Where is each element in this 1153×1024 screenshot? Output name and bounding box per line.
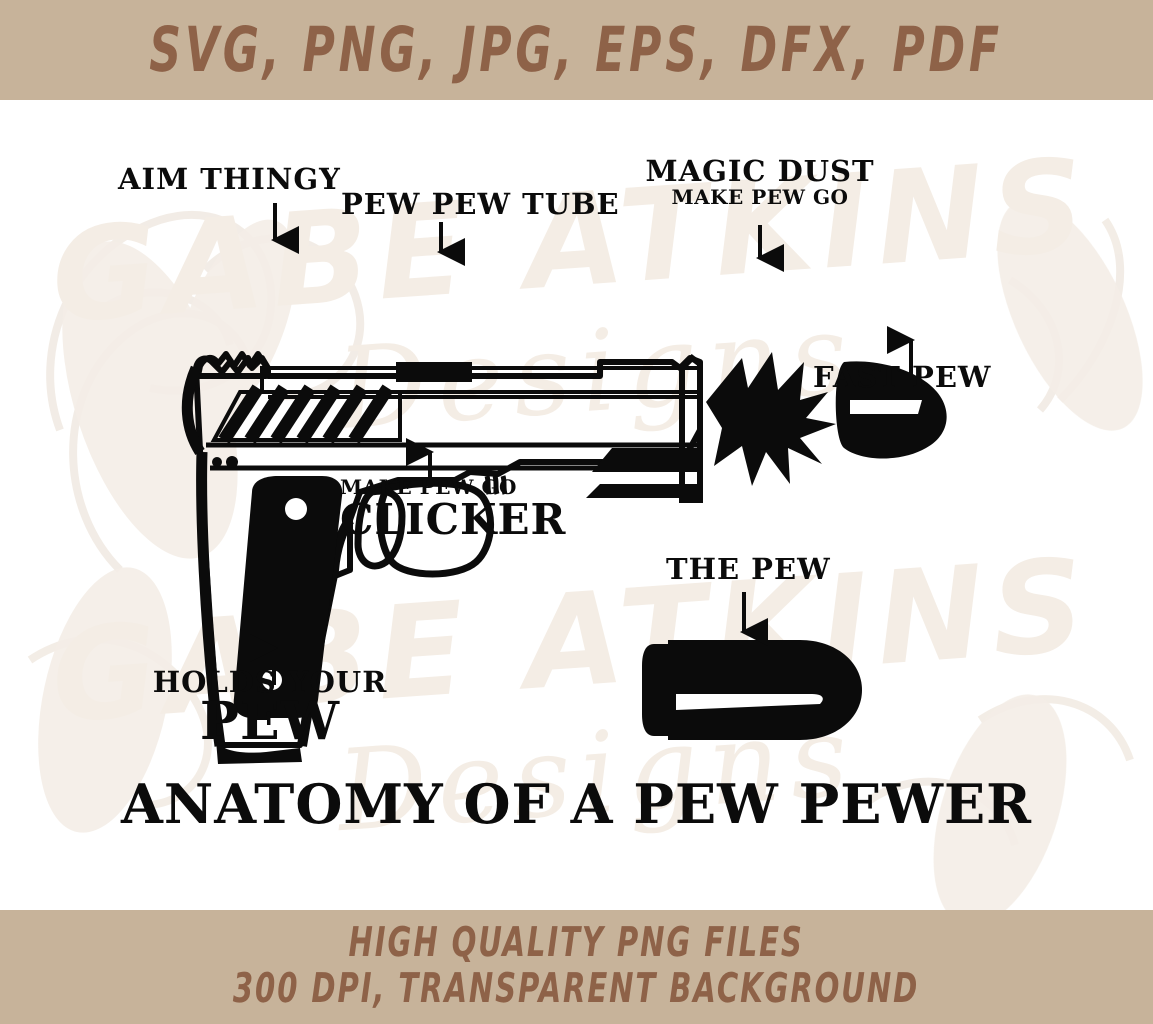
label-the-pew-text: THE PEW — [666, 552, 831, 586]
label-clicker-primary: CLICKER — [340, 494, 567, 544]
muzzle-flash — [706, 352, 836, 486]
label-clicker-secondary: MAKE PEW GO — [340, 475, 517, 499]
label-holds-your-pew: HOLDS YOUR PEW — [153, 667, 387, 753]
label-holds-your-pew-primary: PEW — [199, 691, 341, 753]
label-fast-pew-text: FAST PEW — [813, 360, 992, 394]
quality-info-banner: HIGH QUALITY PNG FILES 300 DPI, TRANSPAR… — [0, 910, 1153, 1024]
label-fast-pew: FAST PEW — [813, 360, 992, 394]
label-clicker: MAKE PEW GO CLICKER — [340, 475, 565, 540]
quality-info-line-2: 300 DPI, TRANSPARENT BACKGROUND — [233, 964, 920, 1013]
label-aim-thingy-text: AIM THINGY — [118, 162, 341, 196]
label-the-pew: THE PEW — [666, 552, 831, 586]
file-formats-banner: SVG, PNG, JPG, EPS, DFX, PDF — [0, 0, 1153, 100]
label-aim-thingy: AIM THINGY — [118, 162, 341, 196]
quality-info-line-1: HIGH QUALITY PNG FILES — [348, 919, 805, 967]
label-pew-pew-tube: PEW PEW TUBE — [341, 187, 620, 221]
bullet-projectile — [835, 361, 947, 459]
file-formats-text: SVG, PNG, JPG, EPS, DFX, PDF — [149, 13, 1004, 87]
artwork-title-text: ANATOMY OF A PEW PEWER — [120, 772, 1033, 836]
label-pew-pew-tube-text: PEW PEW TUBE — [341, 187, 620, 221]
artwork-title: ANATOMY OF A PEW PEWER — [0, 777, 1153, 831]
label-magic-dust: MAGIC DUST MAKE PEW GO — [645, 156, 873, 210]
label-magic-dust-primary: MAGIC DUST — [645, 154, 875, 188]
label-magic-dust-secondary: MAKE PEW GO — [671, 185, 849, 210]
cartridge — [642, 640, 862, 740]
